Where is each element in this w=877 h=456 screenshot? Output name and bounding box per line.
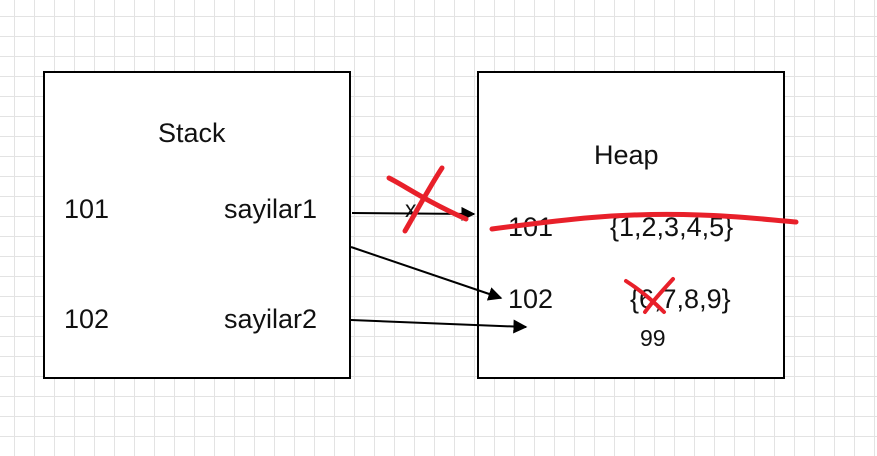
heap-title: Heap — [594, 140, 659, 170]
stack-title: Stack — [158, 118, 226, 148]
stack-variable-2: sayilar2 — [224, 304, 318, 334]
stack-address-2: 102 — [64, 304, 110, 334]
stack-box — [43, 71, 351, 379]
heap-values-1: {1,2,3,4,5} — [610, 212, 734, 242]
heap-values-2: {6,7,8,9} — [630, 284, 731, 314]
heap-replacement-value: 99 — [640, 325, 666, 351]
heap-address-1: 101 — [508, 212, 554, 242]
arrow-x-label: x — [405, 196, 417, 222]
heap-address-2: 102 — [508, 284, 554, 314]
red-cross-arrow — [386, 165, 469, 234]
stack-variable-1: sayilar1 — [224, 194, 318, 224]
stack-address-1: 101 — [64, 194, 110, 224]
